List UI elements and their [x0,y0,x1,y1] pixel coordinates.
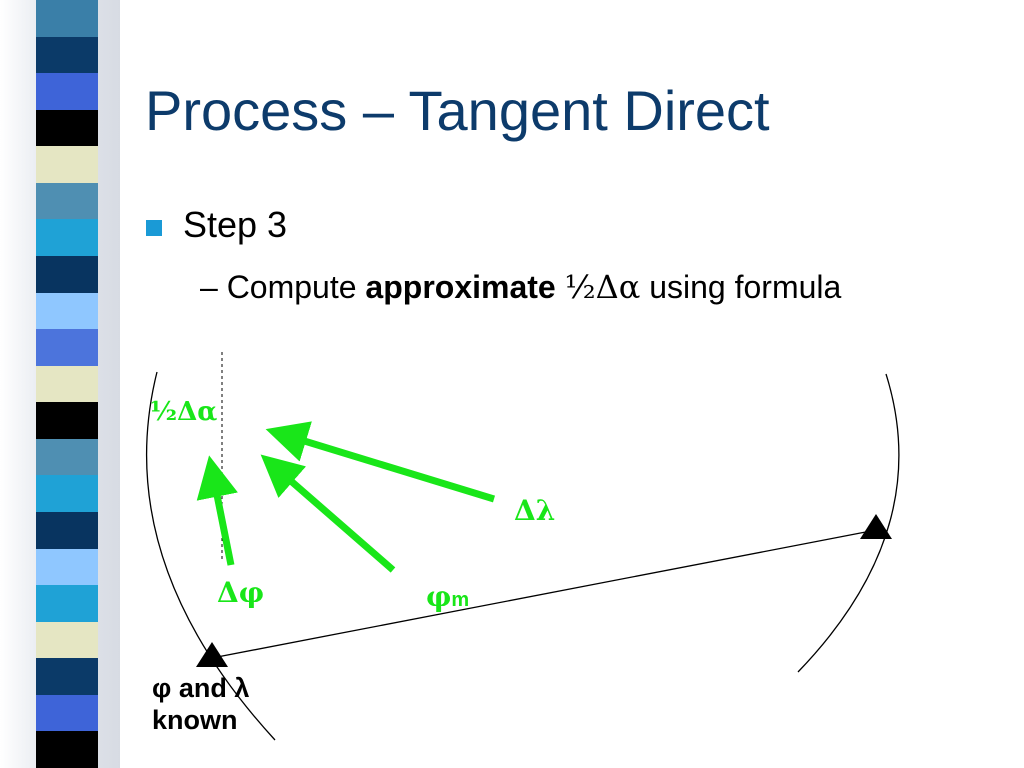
label-phi-m-base: φ [426,580,452,613]
sidebar-stripe [36,292,98,330]
known-label: φ and λ known [152,672,249,736]
sidebar-stripe [36,73,98,111]
arrow-phi-m [260,454,396,573]
left-meridian-arc [145,371,276,741]
sidebar-stripe [36,256,98,294]
sidebar-stripe [36,329,98,367]
sidebar-stripe [36,109,98,147]
sidebar-stripe [36,438,98,476]
step-text: Step 3 [183,204,288,245]
start-point-triangle-icon [196,642,228,667]
sidebar-stripe [36,548,98,586]
known-line-2: known [152,705,238,735]
right-meridian-arc [797,373,900,673]
sidebar-stripe [36,585,98,623]
arrow-dlambda [265,421,496,503]
label-delta-lambda: Δλ [514,494,556,527]
label-phi-m-sub: m [451,589,470,611]
sidebar-decoration [0,0,120,768]
sidebar-stripe [36,365,98,403]
sidebar-stripe [36,36,98,74]
sub-symbol: ½Δα [564,268,641,306]
sub-prefix: – Compute [200,269,366,305]
sidebar-stripe [36,146,98,184]
sidebar-stripe [36,512,98,550]
sidebar-stripe [36,182,98,220]
sub-bullet: – Compute approximate ½Δα using formula [200,268,841,306]
known-line-1: φ and λ [152,673,250,703]
sidebar-stripe [36,658,98,696]
sub-bold: approximate [365,269,556,305]
label-phi-m: φm [426,580,469,613]
slide-title: Process – Tangent Direct [145,79,770,142]
end-point-triangle-icon [860,514,892,539]
sidebar-stripe [36,0,98,38]
label-delta-phi: Δφ [217,576,265,609]
sidebar-stripe [36,219,98,257]
sub-suffix: using formula [640,269,842,305]
sidebar-stripe [36,402,98,440]
sidebar-stripe [36,621,98,659]
sidebar-stripe [36,694,98,732]
arrow-dphi [196,455,238,566]
bullet-square-icon [146,220,162,236]
sidebar-stripe [36,475,98,513]
sidebar-stripe [36,731,98,768]
label-half-delta-alpha: ½Δα [150,397,218,427]
sidebar-stripes [36,0,98,768]
geodesic-line [211,529,877,659]
